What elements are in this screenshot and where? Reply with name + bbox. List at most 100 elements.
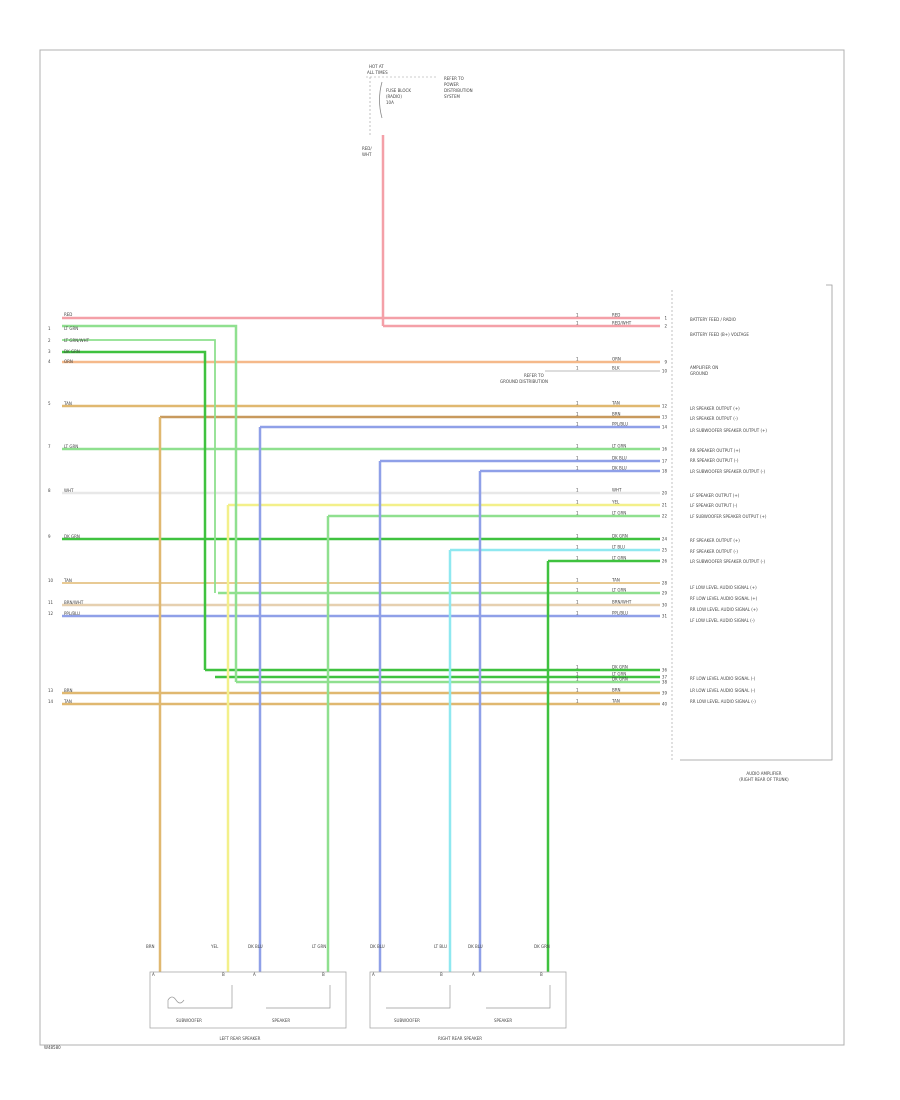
left-spk-pin-4: B — [322, 972, 325, 977]
amp-pin-number: 14 — [662, 425, 668, 430]
amp-function-label: RF SPEAKER OUTPUT (+) — [690, 538, 740, 543]
fuse-ref-line-2: POWER — [444, 82, 459, 87]
amp-circuit-label: 1 — [576, 611, 579, 616]
amp-circuit-label: 1 — [576, 699, 579, 704]
amp-wire-color-label: RED/WHT — [612, 321, 632, 326]
amp-wire-color-label: YEL — [611, 500, 620, 505]
left-speaker-coil-label: SPEAKER — [272, 1018, 290, 1023]
right-spk-wire-label-1: DK BLU — [370, 944, 385, 949]
left-label-dk-grn-2: DK GRN — [64, 534, 80, 539]
amp-wire-color-label: LT GRN — [612, 511, 626, 516]
amp-function-label: LR SPEAKER OUTPUT (-) — [690, 416, 738, 421]
left-speaker-title: LEFT REAR SPEAKER — [220, 1036, 261, 1041]
amp-wire-color-label: TAN — [611, 578, 620, 583]
amp-wire-color-label: LT GRN — [612, 588, 626, 593]
fuse-wire-label-line-1: RED/ — [362, 146, 372, 151]
left-label-brn: BRN — [64, 688, 73, 693]
amp-pin-number: 12 — [662, 404, 668, 409]
amp-circuit-label: 1 — [576, 313, 579, 318]
amplifier-pin-numbers: 1291012131416171820212224252628293031363… — [662, 316, 668, 707]
amp-wire-color-label: PPL/BLU — [612, 611, 628, 616]
amp-function-label: LR SUBWOOFER SPEAKER OUTPUT (+) — [690, 428, 767, 433]
amp-function-label: LR SUBWOOFER SPEAKER OUTPUT (-) — [690, 559, 765, 564]
amp-wire-color-label: ORN — [612, 357, 621, 362]
amp-pin-number: 2 — [664, 324, 667, 329]
amp-circuit-label: 1 — [576, 600, 579, 605]
amp-function-label: RR SPEAKER OUTPUT (-) — [690, 458, 739, 463]
amp-pin-number: 10 — [662, 369, 668, 374]
amp-circuit-label: 1 — [576, 401, 579, 406]
right-subwoofer-coil-icon — [386, 985, 451, 1009]
fuse-header-line-2: ALL TIMES — [367, 70, 388, 75]
amp-pin-number: 31 — [662, 614, 668, 619]
fuse-block: HOT AT ALL TIMES FUSE BLOCK (RADIO) 10A … — [362, 64, 473, 157]
amp-circuit-label: 1 — [576, 677, 579, 682]
amp-function-label: LF SPEAKER OUTPUT (-) — [690, 503, 738, 508]
amp-pin-number: 22 — [662, 514, 668, 519]
left-label-red: RED — [64, 312, 72, 317]
amp-function-label: AMPLIFIER ON — [690, 365, 718, 370]
diagram-frame — [39, 49, 845, 1046]
left-label-lt-grn: LT GRN — [64, 326, 78, 331]
left-speaker-coil-icon — [266, 985, 331, 1009]
amp-wire-color-label: TAN — [611, 401, 620, 406]
amp-function-label: RR LOW LEVEL AUDIO SIGNAL (-) — [690, 699, 756, 704]
amp-circuit-label: 1 — [576, 321, 579, 326]
left-spk-wire-label-4: LT GRN — [312, 944, 326, 949]
right-speaker-coil-icon — [486, 985, 551, 1009]
fuse-label-line-3: 10A — [386, 100, 394, 105]
fuse-label-line-1: FUSE BLOCK — [386, 88, 411, 93]
amp-pin-number: 20 — [662, 491, 668, 496]
right-speaker-coil-label: SPEAKER — [494, 1018, 512, 1023]
left-spk-pin-1: A — [152, 972, 155, 977]
amp-pin-number: 21 — [662, 503, 668, 508]
amp-wire-color-label: RED — [612, 313, 620, 318]
left-subwoofer-label: SUBWOOFER — [176, 1018, 202, 1023]
amp-function-label: LR SUBWOOFER SPEAKER OUTPUT (-) — [690, 469, 765, 474]
left-label-tan-3: TAN — [63, 699, 72, 704]
wire-lt-grn-wht-loop — [62, 339, 216, 593]
wire-harness — [62, 135, 660, 972]
left-num-3: 3 — [48, 349, 51, 354]
amp-pin-number: 1 — [664, 316, 667, 321]
left-label-lt-grn-2: LT GRN — [64, 444, 78, 449]
amp-wire-color-label: DK GRN — [612, 677, 628, 682]
amp-circuit-label: 1 — [576, 366, 579, 371]
amp-wire-color-label: LT GRN — [612, 556, 626, 561]
fuse-ref-line-4: SYSTEM — [444, 94, 460, 99]
left-label-ppl-blu: PPL/BLU — [64, 611, 80, 616]
amp-function-label: RF SPEAKER OUTPUT (-) — [690, 549, 738, 554]
fuse-header-line-1: HOT AT — [369, 64, 384, 69]
amp-function-label: RF LOW LEVEL AUDIO SIGNAL (-) — [690, 676, 756, 681]
amp-wire-color-label: TAN — [611, 699, 620, 704]
right-spk-pin-3: A — [472, 972, 475, 977]
amp-pin-number: 24 — [662, 537, 668, 542]
amp-pin-number: 9 — [664, 360, 667, 365]
amp-pin-number: 13 — [662, 415, 668, 420]
left-num-8: 8 — [48, 488, 51, 493]
amp-function-label: LF SPEAKER OUTPUT (+) — [690, 493, 740, 498]
left-label-tan-2: TAN — [63, 578, 72, 583]
amp-pin-number: 38 — [662, 680, 668, 685]
footer-code: W48580 — [44, 1045, 61, 1050]
amp-function-label: GROUND — [690, 371, 708, 376]
left-label-tan: TAN — [63, 401, 72, 406]
left-num-11: 11 — [48, 600, 54, 605]
left-spk-wire-label-3: DK BLU — [248, 944, 263, 949]
left-label-dk-grn: DK GRN — [64, 349, 80, 354]
amp-function-label: LF SUBWOOFER SPEAKER OUTPUT (+) — [690, 514, 767, 519]
right-speaker-title: RIGHT REAR SPEAKER — [438, 1036, 482, 1041]
left-spk-pin-2: B — [222, 972, 225, 977]
amp-wire-color-label: PPL/BLU — [612, 422, 628, 427]
right-spk-pin-4: B — [540, 972, 543, 977]
left-num-14: 14 — [48, 699, 54, 704]
amp-function-label: LF LOW LEVEL AUDIO SIGNAL (+) — [690, 585, 757, 590]
left-spk-wire-label-1: BRN — [146, 944, 155, 949]
amp-circuit-label: 1 — [576, 665, 579, 670]
amp-pin-number: 18 — [662, 469, 668, 474]
left-label-orn: ORN — [64, 359, 73, 364]
amp-pin-number: 37 — [662, 675, 668, 680]
amp-circuit-label: 1 — [576, 456, 579, 461]
